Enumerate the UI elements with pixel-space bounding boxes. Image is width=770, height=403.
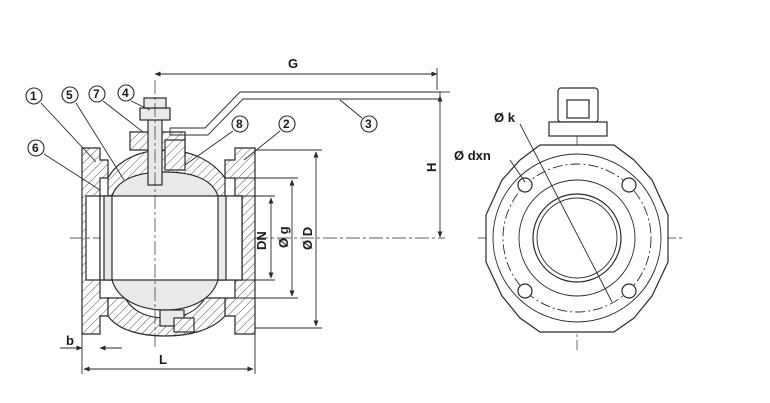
dim-k-leader	[519, 123, 613, 303]
end-view-bore	[532, 193, 622, 283]
gland	[164, 139, 186, 171]
end-view-raised-face	[518, 179, 636, 297]
end-view: Ø k Ø dxn	[454, 87, 682, 350]
dim-G-label: G	[288, 56, 298, 71]
dim-b-label: b	[66, 333, 74, 348]
dim-D-label: Ø D	[300, 227, 315, 250]
callout-3: 3	[339, 99, 378, 133]
bolt-hole	[621, 177, 637, 193]
seat-left	[103, 195, 113, 281]
dim-dxn-leader	[509, 159, 526, 183]
callout-1: 1	[25, 87, 97, 163]
callout-6: 6	[27, 139, 101, 191]
dim-k-label: Ø k	[494, 110, 516, 125]
end-view-flange-od	[492, 153, 662, 323]
dim-L-label: L	[159, 352, 167, 367]
svg-text:3: 3	[365, 117, 372, 131]
dim-H-label: H	[424, 163, 439, 172]
callout-8: 8	[184, 115, 249, 166]
bolt-hole	[621, 283, 637, 299]
callout-2: 2	[243, 115, 296, 161]
bolt-hole	[517, 177, 533, 193]
section-view: G H DN Ø g Ø D L b 1	[25, 56, 450, 374]
dim-DN-label: DN	[254, 231, 269, 250]
svg-text:7: 7	[93, 87, 100, 101]
end-view-bolt-circle	[502, 163, 652, 313]
svg-text:5: 5	[66, 88, 73, 102]
bolt-hole	[517, 283, 533, 299]
drain-boss	[173, 317, 195, 333]
end-view-bore-inner	[536, 197, 618, 279]
svg-text:2: 2	[283, 117, 290, 131]
dim-g-label: Ø g	[276, 226, 291, 248]
callout-7: 7	[88, 85, 144, 133]
handle-lever	[169, 91, 441, 136]
svg-text:8: 8	[236, 117, 243, 131]
end-view-stem	[566, 99, 590, 119]
callout-4: 4	[117, 84, 151, 111]
seat-right	[217, 195, 227, 281]
svg-text:4: 4	[122, 86, 129, 100]
valve-body-lower	[107, 297, 226, 337]
svg-text:6: 6	[32, 141, 39, 155]
svg-text:1: 1	[30, 89, 37, 103]
callout-5: 5	[61, 86, 125, 181]
end-view-gland-plate	[548, 121, 608, 137]
dim-dxn-label: Ø dxn	[454, 148, 491, 163]
